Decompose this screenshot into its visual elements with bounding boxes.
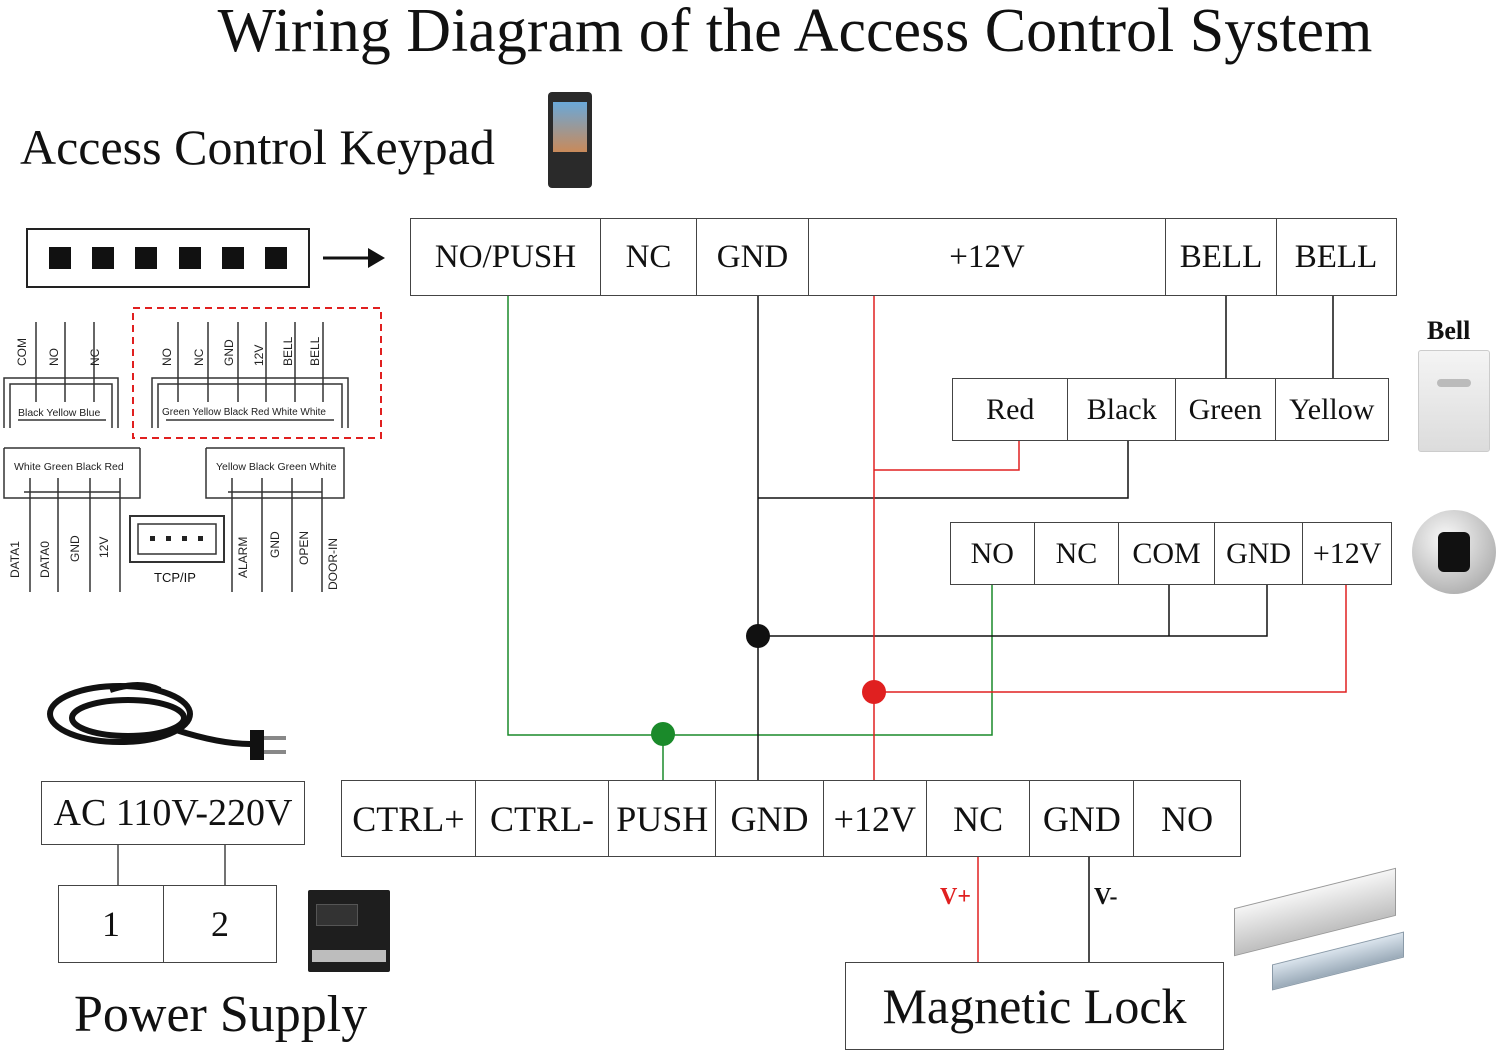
pin-label: DOOR-IN	[326, 538, 340, 590]
bell-wire-black: Black	[1068, 379, 1176, 440]
pin-label: GND	[222, 339, 236, 366]
terminal-strip-icon	[312, 950, 386, 962]
terminal-no: NO	[1161, 798, 1214, 839]
bell-label: Bell	[1427, 316, 1471, 345]
button-terminal-no: NO	[951, 523, 1035, 584]
button-terminal-gnd: GND	[1215, 523, 1304, 584]
red-wire-button	[874, 585, 1347, 693]
pinout-group2	[151, 322, 349, 428]
wire-colors-label: White Green Black Red	[14, 461, 124, 473]
pin-icon	[48, 247, 71, 269]
pinout-group4	[205, 447, 345, 592]
bell-speaker-icon	[1437, 379, 1471, 387]
exit-button-image	[1412, 510, 1496, 594]
green-junction	[651, 722, 675, 746]
terminal-gnd: GND	[716, 781, 824, 856]
page-title: Wiring Diagram of the Access Control Sys…	[217, 0, 1373, 65]
keypad-screen-icon	[553, 102, 587, 152]
keypad-label: Access Control Keypad	[20, 119, 495, 175]
terminal-no-push: NO/PUSH	[411, 219, 601, 295]
pin-label: 12V	[252, 344, 266, 366]
bell-wire-block: Red Black Green Yellow	[952, 378, 1389, 441]
pin-icon	[91, 247, 114, 269]
pin-label: DATA1	[8, 541, 22, 578]
power-terminal-block: 1 2	[58, 885, 277, 963]
button-terminal-nc: NC	[1035, 523, 1120, 584]
pin-label: BELL	[281, 336, 295, 366]
terminal-gnd: GND	[697, 219, 809, 295]
arrow-icon	[368, 248, 385, 268]
exit-button-block: NO NC COM GND +12V	[950, 522, 1392, 585]
terminal-nc: NC	[927, 781, 1031, 856]
power-terminal-2: 2	[211, 904, 230, 944]
ac-voltage-box: AC 110V-220V	[41, 781, 305, 845]
power-cord-image	[47, 682, 251, 747]
bell-device-image	[1418, 350, 1490, 452]
black-wire-bell	[758, 441, 1129, 499]
pinout-group1	[3, 322, 119, 428]
bell-wire-yellow: Yellow	[1289, 392, 1375, 426]
pin-icon	[221, 247, 244, 269]
pin-icon	[178, 247, 201, 269]
keypad-device-image	[548, 92, 592, 188]
lock-vminus-label: V-	[1094, 884, 1118, 910]
pin-label: BELL	[308, 336, 322, 366]
wire-colors-label: Black Yellow Blue	[18, 407, 101, 419]
keypad-connector	[26, 228, 310, 288]
red-junction	[862, 680, 886, 704]
power-label-icon	[316, 904, 358, 926]
magnetic-lock-box: Magnetic Lock	[845, 962, 1224, 1050]
pin-label: OPEN	[297, 530, 311, 565]
terminal-12v: +12V	[824, 781, 927, 856]
pin-label: NC	[192, 348, 206, 366]
pin-label: 12V	[97, 536, 111, 558]
controller-terminal-block: CTRL+ CTRL- PUSH GND +12V NC GND NO	[341, 780, 1241, 857]
pin-icon	[135, 247, 158, 269]
terminal-nc: NC	[601, 219, 697, 295]
green-wire-push	[507, 296, 993, 736]
terminal-bell-2: BELL	[1294, 238, 1378, 275]
terminal-push: PUSH	[609, 781, 717, 856]
red-wire-bell	[874, 441, 1020, 471]
pin-label: DATA0	[38, 541, 52, 578]
dashed-highlight-frame	[132, 307, 382, 439]
pinout-group3	[3, 447, 141, 592]
terminal-ctrl-minus: CTRL-	[476, 781, 610, 856]
magnetic-lock-image	[1228, 867, 1408, 998]
plug-icon	[250, 730, 264, 760]
wire-colors-label: Green Yellow Black Red White White	[162, 407, 326, 418]
button-terminal-12v: +12V	[1312, 536, 1382, 570]
pin-icon	[265, 247, 288, 269]
tcp-label: TCP/IP	[154, 570, 196, 585]
terminal-12v: +12V	[809, 219, 1166, 295]
power-terminal-1: 1	[59, 886, 165, 962]
bell-wire-red: Red	[953, 379, 1069, 440]
bell-wire-green: Green	[1176, 379, 1276, 440]
tcp-connector	[129, 515, 225, 563]
keypad-terminal-block: NO/PUSH NC GND +12V BELL BELL	[410, 218, 1397, 296]
pin-label: GND	[268, 531, 282, 558]
pin-label: NO	[160, 348, 174, 366]
pin-label: NC	[88, 348, 102, 366]
power-supply-label: Power Supply	[74, 986, 368, 1043]
terminal-gnd-2: GND	[1030, 781, 1135, 856]
pin-label: GND	[68, 535, 82, 562]
hand-icon	[1438, 532, 1470, 572]
pin-label: ALARM	[236, 536, 250, 578]
wire-colors-label: Yellow Black Green White	[216, 461, 337, 473]
black-wire-button-gnd	[758, 585, 1268, 637]
pin-label: COM	[15, 338, 29, 366]
terminal-bell-1: BELL	[1166, 219, 1277, 295]
button-terminal-com: COM	[1119, 523, 1215, 584]
pin-label: NO	[47, 348, 61, 366]
lock-vplus-label: V+	[940, 884, 972, 910]
terminal-ctrl-plus: CTRL+	[342, 781, 476, 856]
black-junction	[746, 624, 770, 648]
power-supply-image	[308, 890, 390, 972]
